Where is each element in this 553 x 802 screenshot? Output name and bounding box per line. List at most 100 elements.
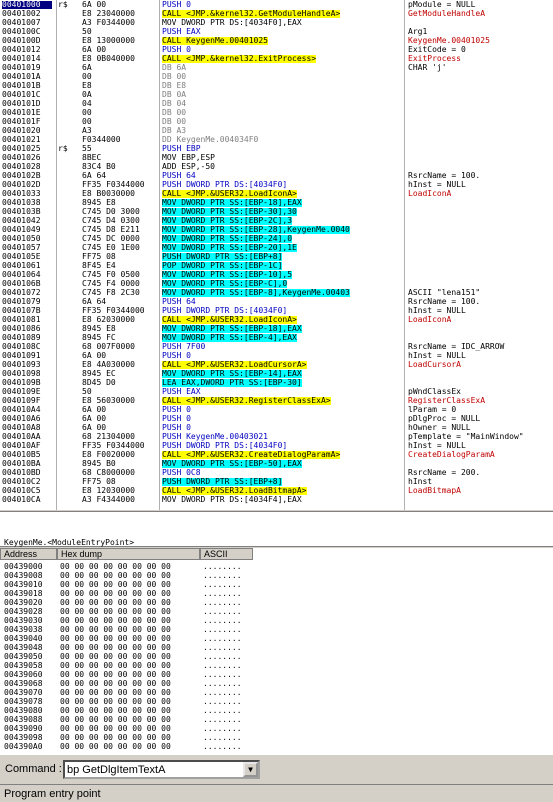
disasm-address: 004010A4 bbox=[2, 406, 41, 414]
disasm-hex: FF75 08 bbox=[82, 253, 116, 261]
dump-header-address[interactable]: Address bbox=[0, 548, 57, 560]
dump-ascii: ........ bbox=[203, 589, 242, 598]
info-pane: KeygenMe.<ModuleEntryPoint> bbox=[0, 511, 553, 547]
disasm-instruction: DB 6A bbox=[162, 64, 187, 72]
disasm-comment: ASCII "lena151" bbox=[408, 289, 481, 297]
disasm-hex: 68 007F0000 bbox=[82, 343, 135, 351]
disasm-address: 00401064 bbox=[2, 271, 41, 279]
disasm-address: 004010B5 bbox=[2, 451, 41, 459]
command-combobox[interactable]: bp GetDlgItemTextA ▼ bbox=[63, 760, 260, 779]
dump-header-ascii[interactable]: ASCII bbox=[200, 548, 253, 560]
disasm-instruction: MOV DWORD PTR SS:[EBP-8],KeygenMe.00403 bbox=[162, 289, 350, 297]
dump-ascii: ........ bbox=[203, 715, 242, 724]
dropdown-arrow-icon[interactable]: ▼ bbox=[243, 762, 258, 777]
disasm-hex: 04 bbox=[82, 100, 92, 108]
disasm-address: 00401028 bbox=[2, 163, 41, 171]
disasm-hex: C745 DC 0000 bbox=[82, 235, 140, 243]
dump-header-hex[interactable]: Hex dump bbox=[57, 548, 200, 560]
command-input[interactable]: bp GetDlgItemTextA bbox=[67, 764, 166, 776]
disasm-comment: hInst = NULL bbox=[408, 181, 466, 189]
